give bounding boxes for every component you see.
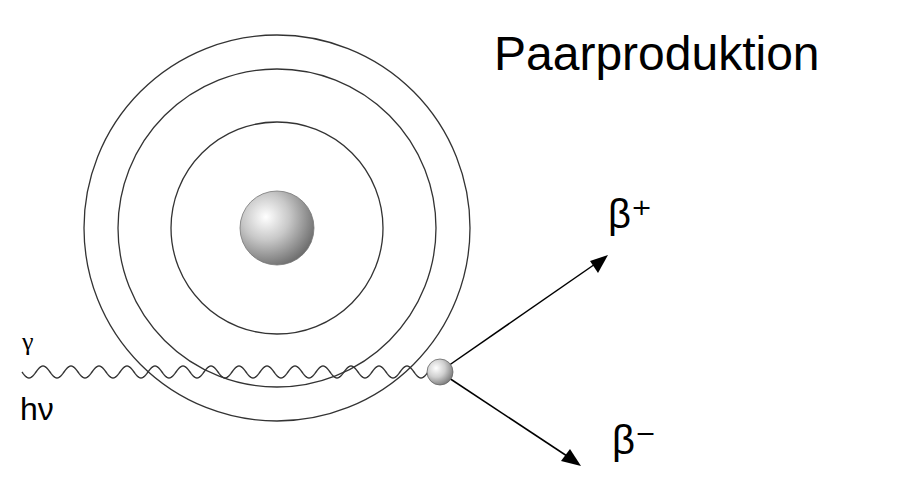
photon-symbol: γ: [22, 328, 34, 357]
arrowhead: [561, 449, 581, 466]
electron-label: β⁻: [612, 418, 656, 462]
positron-label: β⁺: [608, 192, 652, 236]
photon-energy: hν: [20, 392, 54, 427]
photon-wave: [22, 366, 428, 378]
electron-shell: [118, 69, 436, 387]
photon-wave-path: [22, 366, 428, 378]
interaction-point: [427, 359, 453, 385]
electron-shell: [84, 35, 470, 421]
arrowhead: [590, 255, 608, 273]
electron-track: [449, 378, 570, 458]
nucleus: [240, 191, 314, 265]
positron-track: [448, 262, 598, 366]
diagram-title: Paarproduktion: [494, 28, 820, 81]
electron-shell: [171, 122, 383, 334]
